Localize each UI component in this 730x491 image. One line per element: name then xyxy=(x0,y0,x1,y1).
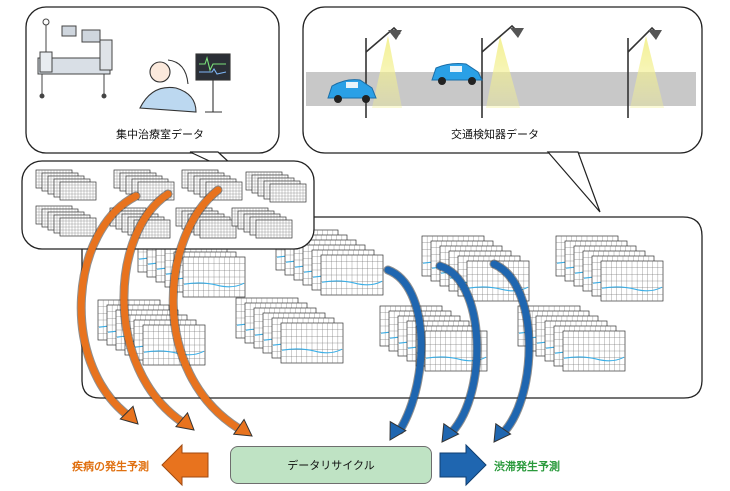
street-lamp-icon xyxy=(365,24,664,118)
data-sheet-icon xyxy=(235,297,344,364)
icu-label: 集中治療室データ xyxy=(116,127,204,141)
traffic-prediction-label: 渋滞発生予測 xyxy=(494,460,560,473)
data-recycle-box: データリサイクル xyxy=(230,446,432,484)
disease-prediction-label: 疾病の発生予測 xyxy=(72,460,149,473)
data-recycle-label: データリサイクル xyxy=(287,459,375,472)
data-sheet-icon xyxy=(231,207,293,239)
car-icon xyxy=(327,63,483,103)
recycle-arc xyxy=(435,261,482,443)
patient-icon xyxy=(139,59,197,113)
data-sheet-icon xyxy=(113,169,175,201)
recycle-arc xyxy=(383,265,426,441)
traffic-callout-tail xyxy=(546,151,601,213)
recycle-arc xyxy=(168,185,253,437)
patient-monitor-icon xyxy=(195,53,231,113)
recycle-arc xyxy=(489,259,534,443)
data-sheet-icon xyxy=(555,235,664,302)
data-sheet-icon xyxy=(35,169,97,201)
recycle-arc xyxy=(119,189,195,431)
left-outcome-arrow xyxy=(161,443,209,487)
traffic-label: 交通検知器データ xyxy=(451,127,539,141)
hospital-bed-icon xyxy=(37,18,113,99)
icu-panel xyxy=(25,6,280,154)
data-sheet-icon xyxy=(35,205,97,237)
right-outcome-arrow xyxy=(439,443,487,487)
recycle-arc xyxy=(76,191,141,425)
data-sheet-icon xyxy=(245,171,307,203)
recycle-arrows xyxy=(76,185,534,443)
